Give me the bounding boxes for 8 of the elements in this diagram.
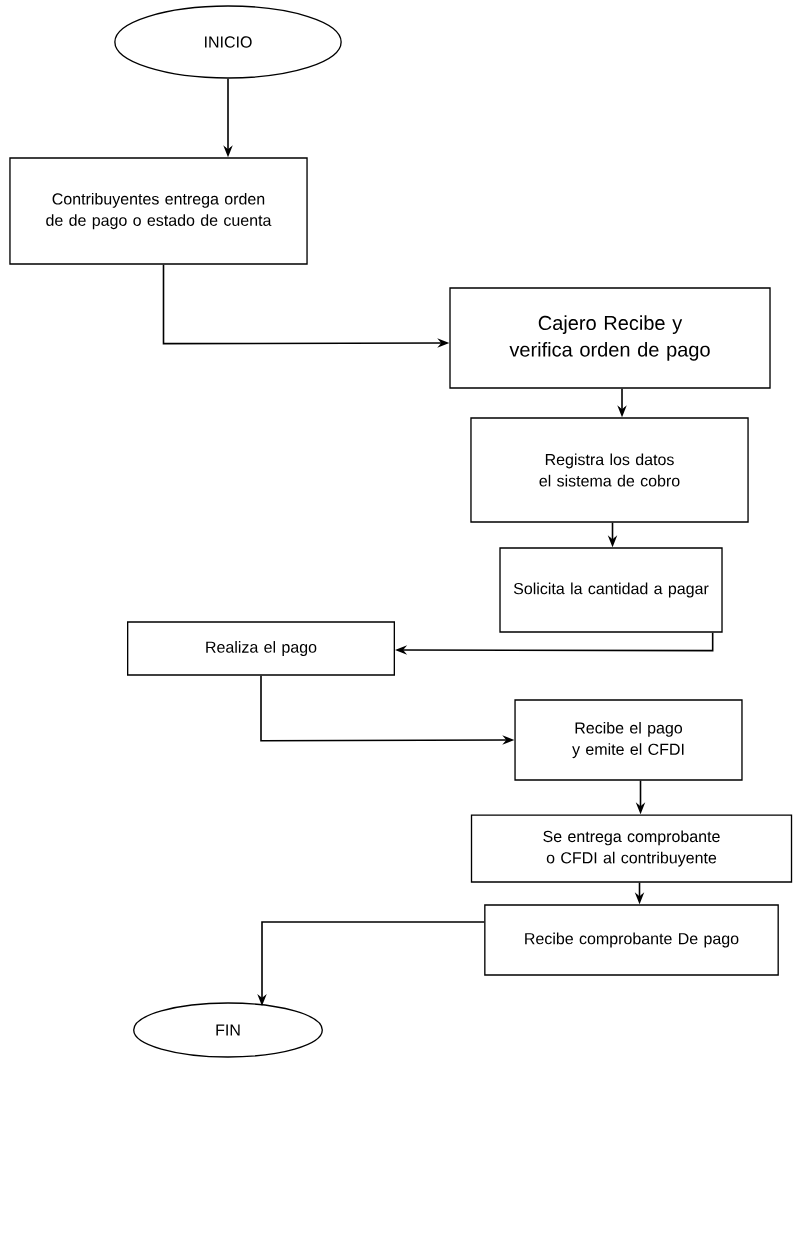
- process-box: Cajero Recibe y verifica orden de pago: [449, 287, 771, 389]
- process-box: Solicita la cantidad a pagar: [499, 547, 723, 633]
- process-box: Recibe comprobante De pago: [484, 904, 779, 976]
- process-box: Contribuyentes entrega orden de de pago o estado de cuenta: [9, 157, 308, 265]
- process-box: Realiza el pago: [127, 621, 395, 676]
- process-box: Recibe el pago y emite el CFDI: [514, 699, 743, 781]
- process-box: Se entrega comprobante o CFDI al contribuyente: [470, 814, 793, 883]
- process-box: Registra los datos el sistema de cobro: [470, 417, 749, 523]
